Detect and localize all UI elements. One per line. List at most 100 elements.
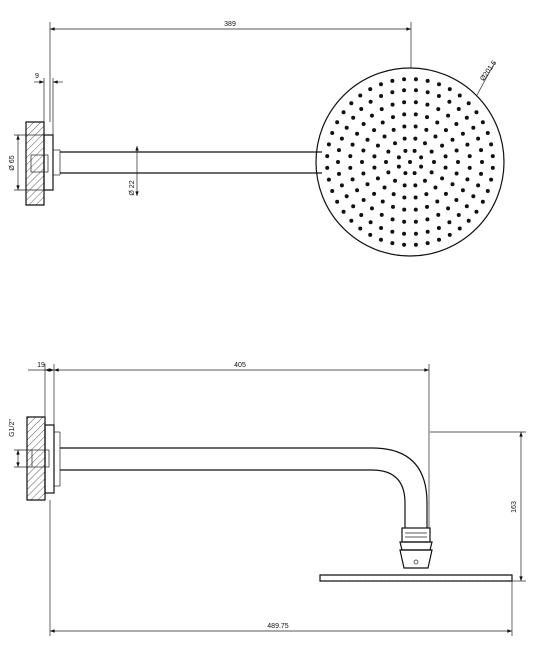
nozzle-hole: [489, 177, 494, 182]
nozzle-hole: [490, 165, 495, 170]
nozzle-hole: [464, 204, 469, 209]
nozzle-hole: [390, 115, 395, 120]
nozzle-hole: [390, 217, 395, 222]
nozzle-hole: [447, 87, 452, 92]
nozzle-hole: [349, 101, 354, 106]
nozzle-hole: [360, 160, 364, 164]
nozzle-hole: [447, 220, 452, 225]
nozzle-hole: [390, 204, 395, 209]
nozzle-hole: [335, 199, 340, 204]
nozzle-hole: [454, 171, 459, 176]
nozzle-hole: [457, 93, 462, 98]
nozzle-hole: [375, 176, 380, 181]
nozzle-hole: [466, 101, 471, 106]
nozzle-hole: [489, 142, 494, 147]
arm-side-outer: [60, 447, 428, 528]
nozzle-hole: [443, 154, 448, 159]
nozzle-hole: [432, 160, 436, 164]
nozzle-hole: [476, 183, 481, 188]
dim-flange-diameter-top: Ø 65: [9, 155, 16, 170]
nozzle-hole: [402, 124, 407, 129]
nozzle-hole: [433, 134, 438, 139]
nozzle-hole: [379, 212, 384, 217]
nozzle-hole: [413, 207, 418, 212]
nozzle-hole: [413, 124, 418, 129]
nozzle-hole: [457, 226, 462, 231]
nozzle-hole: [358, 93, 363, 98]
nozzle-hole: [344, 194, 349, 199]
nozzle-hole: [372, 128, 377, 133]
nozzle-hole: [379, 107, 384, 112]
nozzle-hole: [437, 82, 442, 87]
nozzle-hole: [413, 242, 418, 247]
nozzle-hole: [391, 127, 396, 132]
nozzle-hole: [330, 189, 335, 194]
flange-inner-side: [31, 449, 50, 468]
nozzle-hole: [425, 115, 430, 120]
nozzle-hole: [403, 171, 408, 176]
shower-head-side: [319, 574, 513, 582]
nozzle-hole: [369, 206, 374, 211]
wall-section-top: [25, 121, 45, 206]
nozzle-hole: [436, 94, 441, 99]
nozzle-hole: [350, 142, 355, 147]
nozzle-hole: [402, 88, 407, 93]
nozzle-hole: [382, 134, 387, 139]
nozzle-hole: [372, 154, 377, 159]
nozzle-hole: [350, 177, 355, 182]
nozzle-hole: [384, 160, 388, 164]
nozzle-hole: [391, 192, 396, 197]
nozzle-hole: [379, 225, 384, 230]
nozzle-hole: [454, 121, 459, 126]
nozzle-hole: [436, 107, 441, 112]
nozzle-hole: [326, 177, 331, 182]
nozzle-hole: [390, 241, 395, 246]
nozzle-hole: [422, 178, 427, 183]
dim-arm-length-side: 405: [234, 362, 246, 369]
swivel-joint: [401, 527, 431, 543]
nozzle-hole: [369, 113, 374, 118]
nozzle-hole: [443, 128, 448, 133]
nozzle-hole: [348, 154, 353, 159]
nozzle-hole: [339, 136, 344, 141]
nozzle-hole: [447, 232, 452, 237]
nozzle-hole: [446, 206, 451, 211]
nozzle-hole: [413, 100, 418, 105]
dim-total-length-side: 489.75: [267, 623, 289, 630]
nozzle-hole: [378, 237, 383, 242]
nozzle-hole: [424, 192, 429, 197]
nozzle-hole: [435, 199, 440, 204]
arm-side-inner: [60, 469, 406, 528]
nozzle-hole: [440, 176, 445, 181]
nozzle-hole: [413, 77, 418, 82]
nozzle-hole: [433, 185, 438, 190]
nozzle-hole: [351, 115, 356, 120]
nozzle-hole: [467, 154, 472, 159]
nozzle-hole: [361, 171, 366, 176]
nozzle-hole: [443, 191, 448, 196]
nozzle-hole: [344, 125, 349, 130]
side-view: 19 405 G1/2" 163 489.75: [9, 362, 526, 636]
nozzle-hole: [402, 77, 407, 82]
nozzle-hole: [359, 107, 364, 112]
nozzle-hole: [390, 229, 395, 234]
nozzle-hole: [464, 115, 469, 120]
nozzle-hole: [440, 143, 445, 148]
nozzle-hole: [425, 90, 430, 95]
nozzle-hole: [425, 78, 430, 83]
nozzle-hole: [413, 195, 418, 200]
nozzle-hole: [403, 148, 408, 153]
dim-flange-depth-side: 19: [37, 362, 45, 369]
nozzle-hole: [437, 237, 442, 242]
nozzle-hole: [402, 100, 407, 105]
nozzle-hole: [412, 148, 417, 153]
nozzle-hole: [435, 120, 440, 125]
nozzle-hole: [460, 188, 465, 193]
flange-top: [43, 134, 54, 191]
nozzle-hole: [368, 220, 373, 225]
nozzle-hole: [425, 204, 430, 209]
nozzle-hole: [325, 154, 330, 159]
nozzle-hole: [413, 136, 418, 141]
nozzle-hole: [402, 242, 407, 247]
nozzle-hole: [325, 165, 330, 170]
